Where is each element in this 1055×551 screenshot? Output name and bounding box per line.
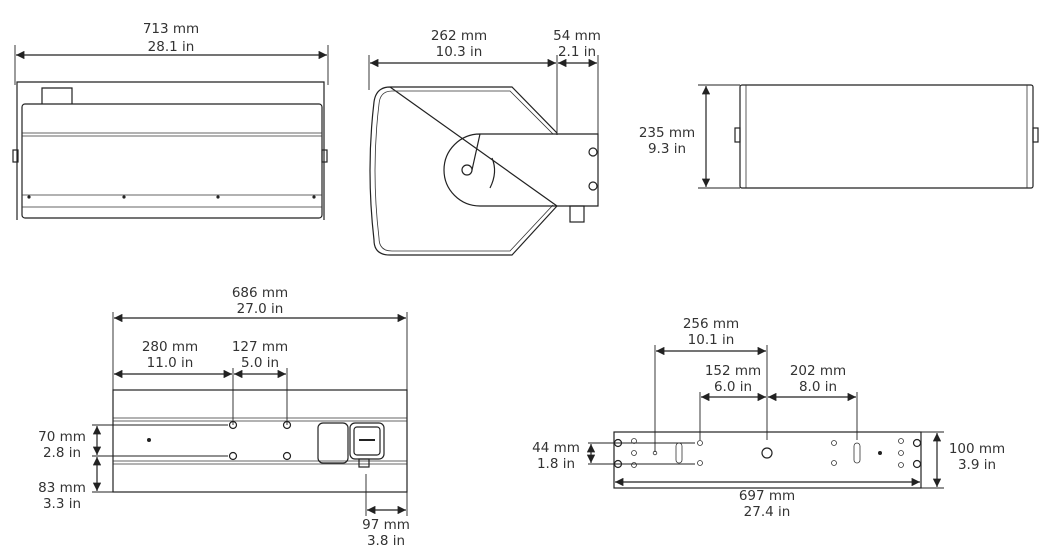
bottom-offset-in-label: 3.3 in bbox=[43, 496, 81, 512]
mount-spacing-mm-label: 127 mm bbox=[232, 339, 288, 355]
vertical-spacing-in-label: 2.8 in bbox=[43, 445, 81, 461]
height-in-label: 9.3 in bbox=[648, 141, 686, 157]
mount-offset-in-label: 11.0 in bbox=[147, 355, 194, 371]
bottom-offset-mm-label: 83 mm bbox=[38, 480, 86, 496]
bracket-in-label: 2.1 in bbox=[558, 44, 596, 60]
hole-spacing-mm-label: 44 mm bbox=[532, 440, 580, 456]
width-mm-label: 713 mm bbox=[143, 21, 199, 37]
bracket-mm-label: 54 mm bbox=[553, 28, 601, 44]
depth-mm-label: 262 mm bbox=[431, 28, 487, 44]
connector-offset-mm-label: 97 mm bbox=[362, 517, 410, 533]
depth-in-label: 10.3 in bbox=[436, 44, 483, 60]
mount-spacing-in-label: 5.0 in bbox=[241, 355, 279, 371]
bracket-length-in-label: 27.4 in bbox=[744, 504, 791, 520]
height-mm-label: 235 mm bbox=[639, 125, 695, 141]
vertical-spacing-mm-label: 70 mm bbox=[38, 429, 86, 445]
bracket-height-in-label: 3.9 in bbox=[958, 457, 996, 473]
hole-offset-a-mm-label: 256 mm bbox=[683, 316, 739, 332]
hole-offset-b-in-label: 6.0 in bbox=[714, 379, 752, 395]
front-view: 713 mm 28.1 in bbox=[12, 21, 329, 220]
bracket-height-mm-label: 100 mm bbox=[949, 441, 1005, 457]
width-in-label: 28.1 in bbox=[148, 39, 195, 55]
connector-housing bbox=[41, 87, 73, 104]
rear-width-mm-label: 686 mm bbox=[232, 285, 288, 301]
end-view: 235 mm 9.3 in bbox=[639, 84, 1039, 189]
bracket-view: 256 mm 10.1 in 152 mm 6.0 in 202 mm 8.0 … bbox=[532, 316, 1005, 520]
hole-spacing-in-label: 1.8 in bbox=[537, 456, 575, 472]
mount-offset-mm-label: 280 mm bbox=[142, 339, 198, 355]
rear-view: 686 mm 27.0 in 280 mm 11.0 in 127 mm 5.0… bbox=[38, 285, 410, 549]
connector-offset-in-label: 3.8 in bbox=[367, 533, 405, 549]
bracket-length-mm-label: 697 mm bbox=[739, 488, 795, 504]
hole-offset-c-mm-label: 202 mm bbox=[790, 363, 846, 379]
hole-offset-b-mm-label: 152 mm bbox=[705, 363, 761, 379]
rear-width-in-label: 27.0 in bbox=[237, 301, 284, 317]
side-view: 262 mm 10.3 in 54 mm 2.1 in bbox=[368, 28, 601, 256]
hole-offset-c-in-label: 8.0 in bbox=[799, 379, 837, 395]
hole-offset-a-in-label: 10.1 in bbox=[688, 332, 735, 348]
